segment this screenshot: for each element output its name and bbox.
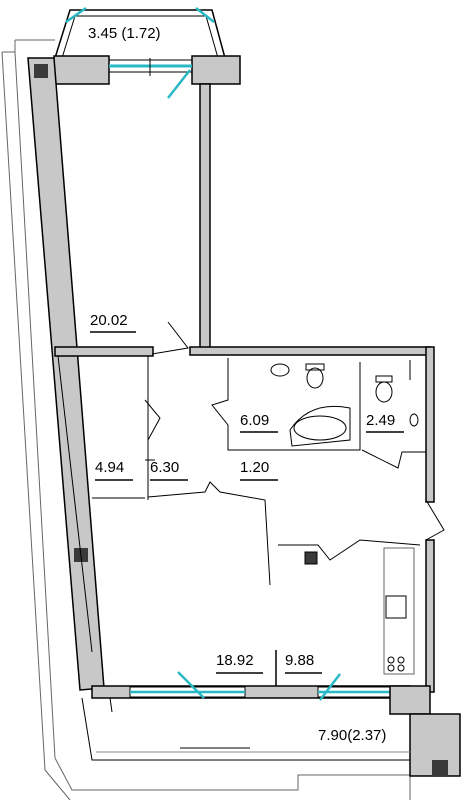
area-loggia: 7.90(2.37) xyxy=(318,727,386,744)
facade-lines xyxy=(1,39,411,800)
balcony-top xyxy=(53,6,241,99)
area-balcony-top: 3.45 (1.72) xyxy=(88,25,161,42)
area-room-large: 20.02 xyxy=(90,312,128,329)
area-bathroom: 6.09 xyxy=(240,412,269,429)
inner-thin-lines xyxy=(92,321,445,675)
loggia xyxy=(81,697,410,761)
bottom-windows xyxy=(129,671,461,777)
left-wall xyxy=(27,57,105,691)
area-hall: 6.30 xyxy=(150,459,179,476)
column-top xyxy=(34,64,48,78)
area-corridor: 4.94 xyxy=(95,459,124,476)
area-labels: 3.45 (1.72) 20.02 6.30 4.94 1.20 6.09 2.… xyxy=(88,25,404,744)
area-passage: 1.20 xyxy=(240,459,269,476)
area-kitchen: 9.88 xyxy=(285,652,314,669)
area-wc: 2.49 xyxy=(366,412,395,429)
area-living: 18.92 xyxy=(216,652,254,669)
interior-walls xyxy=(54,83,435,699)
